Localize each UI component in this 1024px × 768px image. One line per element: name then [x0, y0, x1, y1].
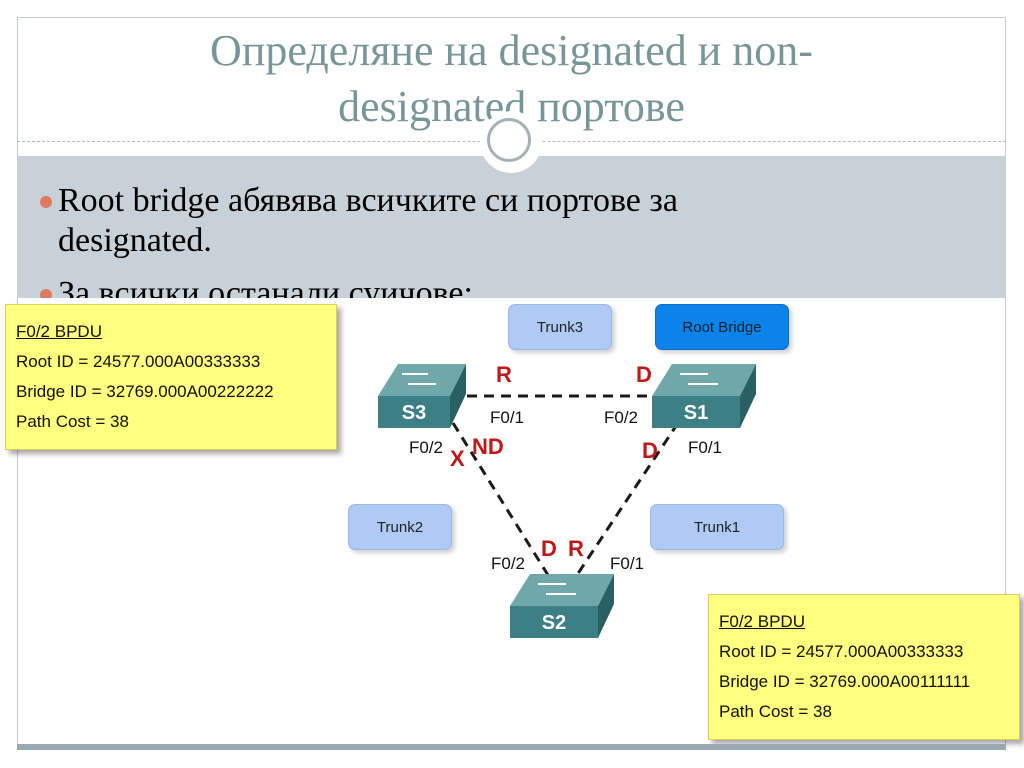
- bullet-dot: [40, 289, 52, 298]
- bpdu-left-root-id: Root ID = 24577.000A00333333: [16, 352, 261, 371]
- bullet-item-1: Root bridge абявява всичките си портове …: [40, 181, 958, 261]
- role-s2-root-port: R: [568, 536, 584, 561]
- stp-diagram: S3 S1 S2 Trunk3 Root Bridge Trunk2 Trunk…: [0, 298, 1024, 746]
- bpdu-right-bridge-id: Bridge ID = 32769.000A00111111: [719, 672, 971, 691]
- role-s3-non-designated: ND: [472, 434, 504, 459]
- trunk1-label: Trunk1: [650, 504, 784, 550]
- switch-s2: S2: [510, 574, 614, 638]
- bullet-2-text: За всички останали суичове:: [58, 275, 473, 298]
- switch-s3: S3: [378, 364, 466, 428]
- port-s2-f0-1: F0/1: [610, 554, 645, 573]
- bpdu-left-bridge-id: Bridge ID = 32769.000A00222222: [16, 382, 274, 401]
- port-s1-f0-2: F0/2: [604, 408, 639, 427]
- switch-label-s1: S1: [684, 402, 708, 424]
- role-s2-designated: D: [541, 536, 557, 561]
- port-s2-f0-2: F0/2: [491, 554, 526, 573]
- bullet-item-2: За всички останали суичове:: [40, 274, 958, 298]
- role-s1-designated-side: D: [642, 438, 658, 463]
- bpdu-right-path-cost: Path Cost = 38: [719, 702, 832, 721]
- title-line-1: Определяне на designated и non-: [210, 26, 813, 75]
- bpdu-right-header: F0/2 BPDU: [719, 612, 805, 631]
- port-s1-f0-1: F0/1: [688, 438, 723, 457]
- trunk2-label: Trunk2: [348, 504, 452, 550]
- root-bridge-label: Root Bridge: [655, 304, 789, 350]
- content-band: Root bridge абявява всичките си портове …: [17, 156, 1006, 298]
- switch-label-s2: S2: [542, 612, 566, 634]
- trunk3-label: Trunk3: [508, 304, 612, 350]
- switch-label-s3: S3: [402, 402, 426, 424]
- role-s3-root-port: R: [496, 362, 512, 387]
- port-s3-f0-2: F0/2: [409, 438, 444, 457]
- bpdu-info-box-right: F0/2 BPDU Root ID = 24577.000A00333333 B…: [708, 594, 1020, 740]
- bullet-dot: [40, 196, 52, 208]
- bottom-accent-bar: [17, 744, 1006, 750]
- bpdu-right-root-id: Root ID = 24577.000A00333333: [719, 642, 964, 661]
- bullet-1-line-1: Root bridge абявява всичките си портове …: [58, 182, 678, 219]
- bpdu-left-header: F0/2 BPDU: [16, 322, 102, 341]
- bullet-1-line-2: designated.: [58, 222, 212, 259]
- role-s1-designated-top: D: [636, 362, 652, 387]
- bpdu-left-path-cost: Path Cost = 38: [16, 412, 129, 431]
- role-s3-blocked-x: X: [450, 446, 465, 471]
- link-s3-s2: [451, 422, 550, 576]
- title-circle-ring: [487, 118, 531, 162]
- port-s3-f0-1: F0/1: [490, 408, 525, 427]
- bpdu-info-box-left: F0/2 BPDU Root ID = 24577.000A00333333 B…: [5, 304, 337, 450]
- switch-s1: S1: [652, 364, 756, 428]
- link-s1-s2: [575, 422, 680, 576]
- topology-links: S3 S1 S2: [378, 364, 756, 638]
